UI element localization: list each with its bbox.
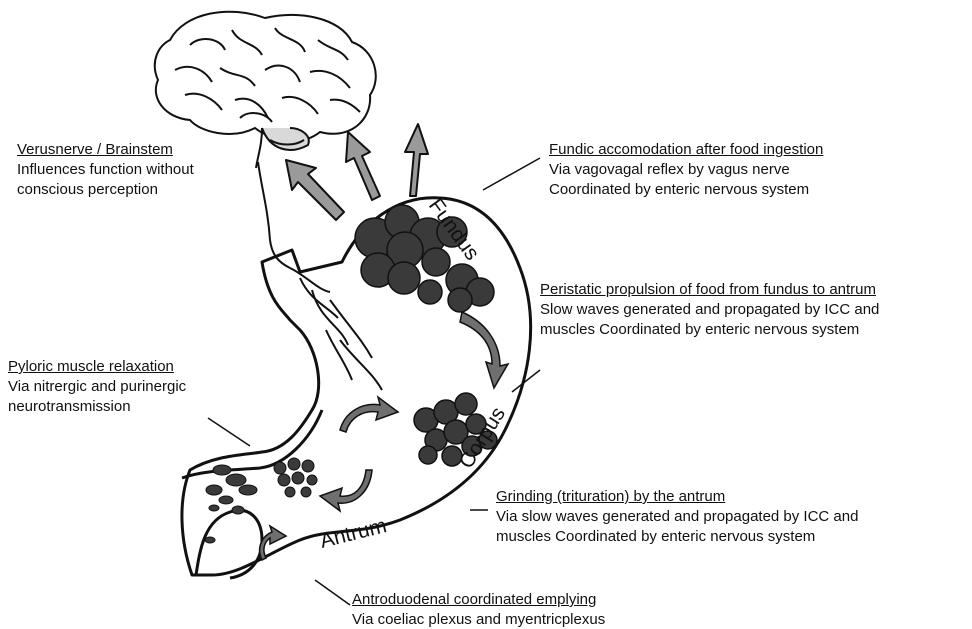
food-pylorus — [205, 465, 257, 543]
callout-antroduodenal-line: Via coeliac plexus and myentricplexus — [352, 610, 605, 629]
callout-grinding-line: muscles Coordinated by enteric nervous s… — [496, 527, 858, 547]
callout-grinding-line: Via slow waves generated and propagated … — [496, 507, 858, 527]
callout-brainstem-heading: Verusnerve / Brainstem — [17, 140, 194, 160]
callout-fundic: Fundic accomodation after food ingestion… — [549, 140, 823, 200]
food-antrum — [274, 458, 317, 497]
callout-antroduodenal-heading: Antroduodenal coordinated emplying — [352, 590, 605, 610]
callout-peristaltic-line: Slow waves generated and propagated by I… — [540, 300, 879, 320]
callout-pyloric-heading: Pyloric muscle relaxation — [8, 357, 186, 377]
callout-grinding-heading: Grinding (trituration) by the antrum — [496, 487, 858, 507]
callout-grinding: Grinding (trituration) by the antrum Via… — [496, 487, 858, 547]
callout-brainstem: Verusnerve / Brainstem Influences functi… — [17, 140, 194, 200]
callout-peristaltic-line: muscles Coordinated by enteric nervous s… — [540, 320, 879, 340]
callout-pyloric-line: Via nitrergic and purinergic — [8, 377, 186, 397]
callout-peristaltic: Peristatic propulsion of food from fundu… — [540, 280, 879, 340]
callout-fundic-line: Coordinated by enteric nervous system — [549, 180, 823, 200]
callout-fundic-heading: Fundic accomodation after food ingestion — [549, 140, 823, 160]
callout-brainstem-line: Influences function without — [17, 160, 194, 180]
region-label-antrum: Antrum — [318, 514, 389, 553]
callout-peristaltic-heading: Peristatic propulsion of food from fundu… — [540, 280, 879, 300]
callout-pyloric: Pyloric muscle relaxation Via nitrergic … — [8, 357, 186, 417]
callout-pyloric-line: neurotransmission — [8, 397, 186, 417]
callout-brainstem-line: conscious perception — [17, 180, 194, 200]
callout-fundic-line: Via vagovagal reflex by vagus nerve — [549, 160, 823, 180]
callout-antroduodenal: Antroduodenal coordinated emplying Via c… — [352, 590, 605, 629]
